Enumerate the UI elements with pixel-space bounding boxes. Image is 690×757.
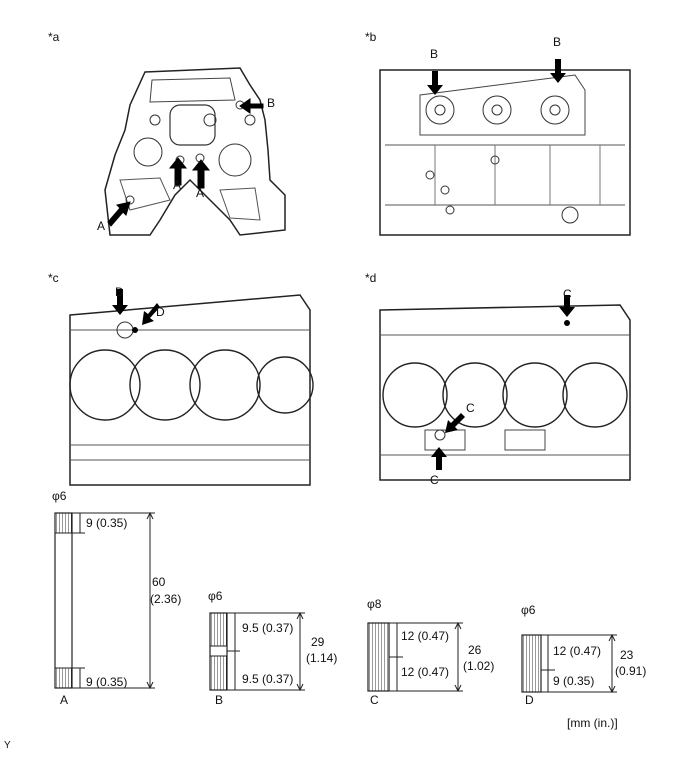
panel-b-label-2: B bbox=[553, 35, 562, 49]
pin-c-total-in: (1.02) bbox=[463, 659, 495, 673]
panel-b-engine-block-bottom bbox=[379, 59, 631, 236]
pin-d-seg2: 9 (0.35) bbox=[553, 674, 595, 688]
pin-b-diameter: φ6 bbox=[208, 589, 223, 603]
pin-d-diameter: φ6 bbox=[521, 603, 536, 617]
pin-a-diameter: φ6 bbox=[52, 489, 67, 503]
panel-d-tag: *d bbox=[365, 271, 377, 285]
pin-c-seg1: 12 (0.47) bbox=[401, 629, 450, 643]
panel-a-label-3: A bbox=[97, 219, 106, 233]
panel-c-label-2: D bbox=[156, 305, 165, 319]
corner-mark: Y bbox=[4, 740, 11, 751]
panel-b-tag: *b bbox=[365, 30, 377, 44]
pin-b-total-mm: 29 bbox=[311, 635, 325, 649]
pin-b-label: B bbox=[215, 693, 224, 707]
pin-a-total-mm: 60 bbox=[152, 575, 166, 589]
panel-d-engine-block-deck-rear bbox=[379, 295, 631, 481]
panel-a-label-4: B bbox=[267, 96, 276, 110]
pin-b-seg2: 9.5 (0.37) bbox=[242, 672, 294, 686]
panel-a-tag: *a bbox=[48, 30, 60, 44]
panel-d-label-3: C bbox=[430, 473, 439, 487]
pin-a-seg2: 9 (0.35) bbox=[86, 675, 128, 689]
pin-c-total-mm: 26 bbox=[468, 643, 482, 657]
pin-a-seg1: 9 (0.35) bbox=[86, 516, 128, 530]
dowel-arrows bbox=[107, 98, 264, 227]
panel-c-engine-block-deck bbox=[69, 289, 314, 486]
pin-c-diameter: φ8 bbox=[367, 597, 382, 611]
pin-d-total-mm: 23 bbox=[620, 648, 634, 662]
pin-b-seg1: 9.5 (0.37) bbox=[242, 621, 294, 635]
pin-c-seg2: 12 (0.47) bbox=[401, 665, 450, 679]
panel-a-label-1: A bbox=[173, 178, 182, 192]
pin-d-seg1: 12 (0.47) bbox=[553, 644, 602, 658]
pin-a-total-in: (2.36) bbox=[150, 592, 182, 606]
panel-d-label-1: C bbox=[563, 287, 572, 301]
panel-c-tag: *c bbox=[48, 271, 59, 285]
panel-c-label-1: D bbox=[115, 285, 124, 299]
pin-c-label: C bbox=[370, 693, 379, 707]
pin-d-label: D bbox=[525, 693, 534, 707]
panel-a-label-2: A bbox=[196, 186, 205, 200]
pin-d-total-in: (0.91) bbox=[615, 664, 647, 678]
pin-b-total-in: (1.14) bbox=[306, 651, 338, 665]
panel-b-label-1: B bbox=[430, 47, 439, 61]
panel-d-label-2: C bbox=[466, 401, 475, 415]
pin-a-drawing bbox=[54, 511, 155, 690]
pin-c-drawing bbox=[367, 621, 463, 693]
pin-b-drawing bbox=[209, 611, 305, 692]
units-note: [mm (in.)] bbox=[567, 716, 618, 730]
panel-a-engine-block-front bbox=[104, 67, 286, 236]
pin-a-label: A bbox=[60, 693, 69, 707]
pin-d-drawing bbox=[521, 633, 617, 694]
